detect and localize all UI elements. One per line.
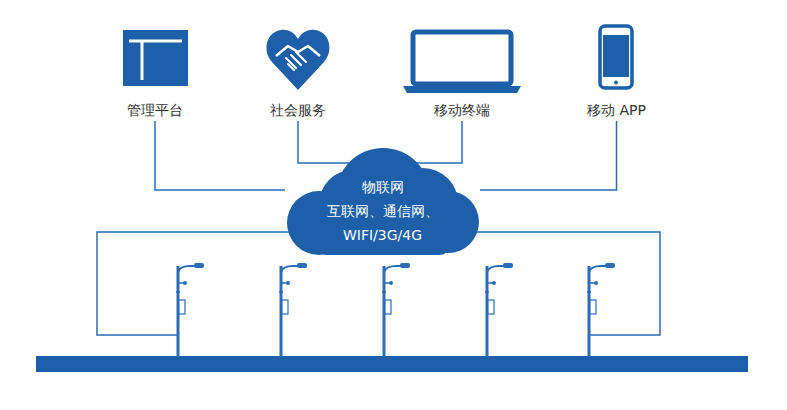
street-light bbox=[485, 263, 513, 357]
icon-node: 社会服务 bbox=[264, 28, 332, 121]
icon-label: 社会服务 bbox=[264, 101, 332, 119]
platform-divider bbox=[129, 40, 182, 43]
icon-label: 管理平台 bbox=[119, 101, 191, 119]
phone-icon bbox=[600, 26, 632, 88]
network-wire bbox=[97, 232, 300, 335]
icon-node: 移动终端 bbox=[399, 30, 525, 121]
network-link bbox=[480, 121, 617, 190]
road-bar bbox=[36, 356, 748, 372]
phone-screen bbox=[603, 35, 629, 77]
laptop-icon bbox=[403, 32, 521, 93]
icon-node: 管理平台 bbox=[119, 28, 191, 121]
street-light bbox=[279, 263, 307, 357]
street-light bbox=[382, 263, 410, 357]
laptop-base bbox=[403, 86, 521, 93]
icon-label: 移动 APP bbox=[582, 101, 651, 119]
phone-body bbox=[600, 26, 632, 88]
phone-button bbox=[614, 81, 618, 85]
handshake-fingers bbox=[286, 52, 306, 70]
network-wire bbox=[470, 232, 660, 335]
service-icon bbox=[266, 30, 329, 90]
icon-node: 移动 APP bbox=[582, 24, 651, 121]
network-label: 物联网 bbox=[285, 175, 480, 199]
network-label: WIFI/3G/4G bbox=[285, 223, 480, 247]
cloud-network: 物联网互联网、通信网、WIFI/3G/4G bbox=[285, 148, 480, 255]
heart-shape bbox=[266, 30, 329, 90]
street-light bbox=[176, 263, 204, 357]
platform-divider bbox=[141, 41, 144, 80]
street-light bbox=[587, 263, 615, 357]
icon-label: 移动终端 bbox=[399, 101, 525, 119]
platform-icon bbox=[123, 30, 188, 86]
laptop-screen bbox=[413, 32, 511, 84]
network-label: 互联网、通信网、 bbox=[285, 199, 480, 223]
network-link bbox=[155, 121, 285, 190]
platform-panel bbox=[123, 30, 188, 86]
